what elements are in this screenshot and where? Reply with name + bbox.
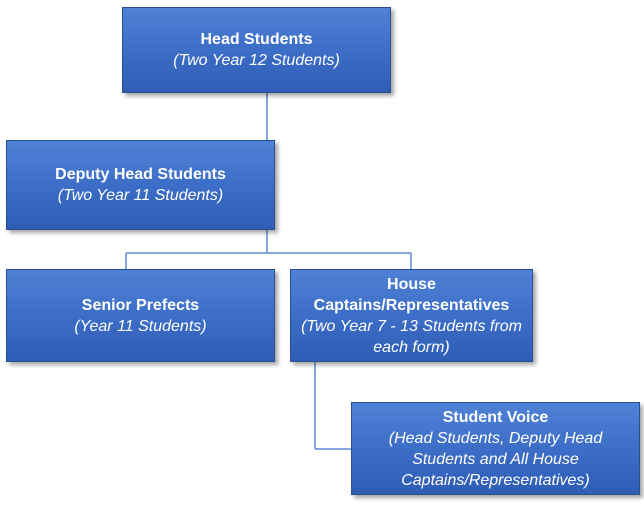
node-student-voice: Student Voice (Head Students, Deputy Hea… [351, 402, 640, 495]
node-senior-prefects: Senior Prefects (Year 11 Students) [6, 269, 275, 362]
node-deputy-head-students: Deputy Head Students (Two Year 11 Studen… [6, 140, 275, 230]
node-deputy-title: Deputy Head Students [55, 166, 226, 183]
node-head-students: Head Students (Two Year 12 Students) [122, 7, 391, 93]
node-house-subtitle: (Two Year 7 - 13 Students from each form… [301, 317, 522, 356]
node-senior-subtitle: (Year 11 Students) [74, 317, 207, 335]
node-deputy-subtitle: (Two Year 11 Students) [57, 187, 224, 204]
node-head-title: Head Students [200, 31, 313, 48]
node-house-captains: House Captains/Representatives (Two Year… [290, 269, 533, 362]
node-voice-subtitle: (Head Students, Deputy Head Students and… [388, 429, 603, 489]
node-house-title: House Captains/Representatives [313, 275, 510, 314]
node-senior-title: Senior Prefects [81, 296, 200, 314]
node-voice-title: Student Voice [442, 408, 549, 426]
node-head-subtitle: (Two Year 12 Students) [173, 52, 340, 69]
